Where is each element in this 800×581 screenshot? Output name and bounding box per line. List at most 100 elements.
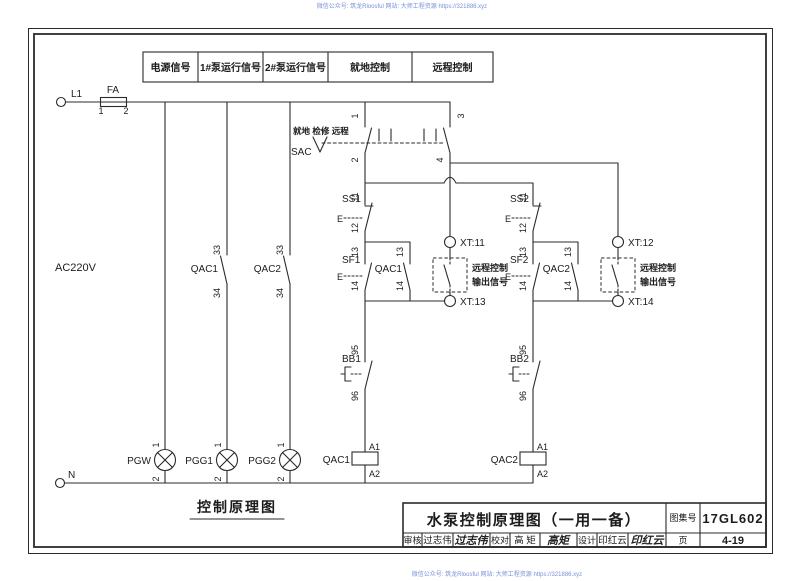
fuse-terminal-2: 2 [123, 106, 128, 116]
coil1-terminal-a1: A1 [369, 442, 380, 452]
signal-header: 电源信号 1#泵运行信号 2#泵运行信号 就地控制 远程控制 [142, 51, 494, 83]
coil2-terminal-a1: A1 [537, 442, 548, 452]
coil1-label: QAC1 [323, 455, 351, 466]
hold1-terminal-13: 13 [395, 247, 405, 257]
sf1-actuator: E [337, 272, 343, 282]
bb2-label: BB2 [510, 354, 529, 365]
hold1-terminal-14: 14 [395, 281, 405, 291]
header-power-signal: 电源信号 [151, 61, 191, 74]
stop-button-ss2: SS2 E 11 12 [505, 192, 542, 233]
design-signature: 印红云 [631, 534, 665, 547]
page-number: 4-19 [722, 535, 744, 547]
drawing-title: 水泵控制原理图（一用一备） [427, 511, 642, 529]
aux-contact-qac2: QAC2 33 34 [254, 245, 291, 298]
xt12-label: XT:12 [628, 238, 654, 249]
remote-output-box-1: 远程控制 输出信号 [432, 257, 508, 293]
chain-pump2: SS2 E 11 12 SF2 E 13 14 QAC2 13 14 XT:12 [491, 192, 676, 479]
header-pump1-run-signal: 1#泵运行信号 [200, 61, 261, 74]
ss2-terminal-11: 11 [518, 192, 528, 201]
fuse-terminal-1: 1 [98, 106, 103, 116]
design-label: 设计 [578, 535, 596, 546]
atlas-number-label: 图集号 [669, 512, 696, 523]
selector-ticks-34 [423, 128, 437, 142]
selector-blade-12 [364, 127, 373, 154]
ss1-terminal-11: 11 [350, 192, 360, 201]
neutral-terminal: N [54, 470, 75, 489]
sf2-label: SF2 [510, 255, 529, 266]
hold1-label: QAC1 [375, 264, 403, 275]
ss2-contact [532, 202, 542, 232]
sf2-actuator: E [505, 272, 511, 282]
ss2-label: SS2 [510, 194, 529, 205]
chain-pump1: SS1 E 11 12 SF1 E 13 14 QAC1 13 14 XT:11 [323, 192, 508, 479]
remote1-text-line1: 远程控制 [472, 262, 508, 273]
power-terminal-l1: L1 [55, 89, 83, 108]
caption: 控制原理图 [189, 499, 285, 520]
aux1-blade [219, 255, 228, 285]
remote2-text-line1: 远程控制 [640, 262, 676, 273]
bb2-blade [532, 360, 541, 390]
ss2-terminal-12: 12 [518, 223, 528, 233]
terminal-xt12: XT:12 [611, 235, 654, 249]
bb1-label: BB1 [342, 354, 361, 365]
design-name: 印红云 [598, 535, 627, 547]
remote1-blade [443, 264, 451, 286]
drawing-frame [28, 28, 773, 554]
sf2-terminal-13: 13 [518, 247, 528, 257]
remote2-text-line2: 输出信号 [640, 276, 676, 287]
fuse-label: FA [107, 85, 120, 96]
hold2-terminal-14: 14 [563, 281, 573, 291]
selector-pointer [312, 136, 328, 153]
pgg2-terminal-1: 1 [276, 442, 286, 447]
remote1-text-line2: 输出信号 [472, 276, 508, 287]
wires [64, 101, 619, 484]
pgw-label: PGW [127, 456, 151, 467]
pgg2-terminal-2: 2 [276, 476, 286, 481]
header-remote-control: 远程控制 [433, 61, 473, 74]
selector-blade-34 [442, 127, 451, 154]
watermark-bottom: 微信公众号: 筑龙Rloosful 网站: 大师工程资源 https://321… [412, 570, 582, 578]
ss1-terminal-12: 12 [350, 223, 360, 233]
aux2-blade [282, 255, 291, 285]
coil2-terminal-a2: A2 [537, 469, 548, 479]
hold2-blade [570, 262, 579, 291]
sf1-contact [364, 262, 373, 291]
xt13-label: XT:13 [460, 297, 486, 308]
ss2-actuator: E [505, 214, 511, 224]
coil-qac1: A1 QAC1 A2 [323, 442, 380, 479]
pgg2-label: PGG2 [248, 456, 276, 467]
check-name: 高 矩 [514, 535, 536, 547]
lamp-pgg1: PGG1 1 2 [185, 442, 239, 482]
aux1-terminal-33: 33 [212, 245, 222, 255]
start-button-sf2: SF2 E 13 14 [505, 247, 541, 291]
aux2-terminal-34: 34 [275, 288, 285, 298]
aux-contact-qac1: QAC1 33 34 [191, 245, 228, 298]
sf2-terminal-14: 14 [518, 281, 528, 291]
lamp-pgg2: PGG2 1 2 [248, 442, 302, 482]
caption-text: 控制原理图 [197, 499, 277, 515]
page-label: 页 [678, 536, 687, 546]
bb1-blade [364, 360, 373, 390]
terminal-xt14: XT:14 [611, 294, 654, 308]
ss1-actuator: E [337, 214, 343, 224]
sf2-contact [532, 262, 541, 291]
watermark-top: 微信公众号: 筑龙Rloosful 网站: 大师工程资源 https://321… [317, 2, 487, 10]
bb1-terminal-96: 96 [350, 391, 360, 401]
coil1-terminal-a2: A2 [369, 469, 380, 479]
sf1-terminal-13: 13 [350, 247, 360, 257]
check-label: 校对 [491, 535, 509, 546]
review-signature: 过志伟 [455, 534, 490, 547]
overload-contact-bb2: BB2 95 96 [508, 345, 541, 401]
remote-output-box-2: 远程控制 输出信号 [600, 257, 676, 293]
check-signature: 高矩 [547, 534, 571, 547]
terminal-xt11: XT:11 [443, 235, 485, 249]
remote2-blade [611, 264, 619, 286]
header-pump2-run-signal: 2#泵运行信号 [265, 61, 326, 74]
hold2-terminal-13: 13 [563, 247, 573, 257]
aux2-label: QAC2 [254, 264, 282, 275]
selector-terminal-1: 1 [350, 113, 360, 118]
review-label: 审核 [403, 535, 421, 546]
selector-positions-label: 就地 检修 远程 [293, 126, 349, 136]
